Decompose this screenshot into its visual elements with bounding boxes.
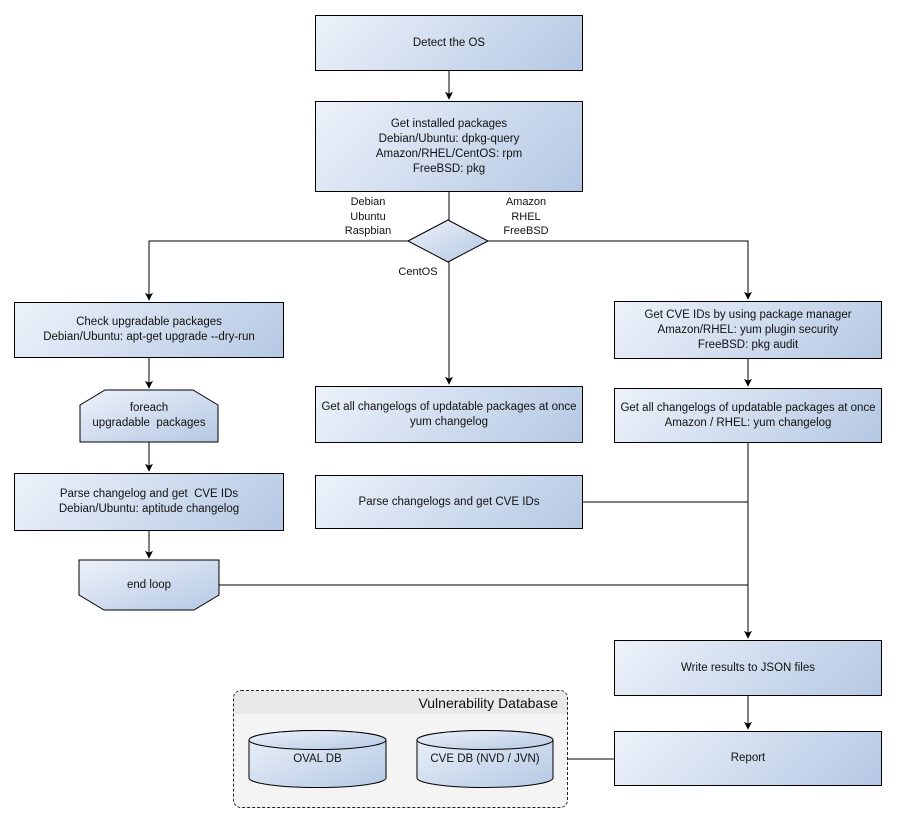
node-parse-changelogs-centos: Parse changelogs and get CVE IDs xyxy=(315,475,583,529)
branch-label-line: Debian xyxy=(350,196,386,208)
end-loop-shape xyxy=(78,559,220,611)
branch-label-line: FreeBSD xyxy=(503,225,549,237)
node-get-changelogs-amazon: Get all changelogs of updatable packages… xyxy=(614,388,882,443)
branch-label-debian: Debian Ubuntu Raspbian xyxy=(308,195,428,239)
oval-db-cylinder xyxy=(248,730,387,788)
node-label: FreeBSD: pkg xyxy=(412,162,486,175)
node-label: Debian/Ubuntu: dpkg-query xyxy=(378,132,520,145)
edge-decision-to-get-cve-ids xyxy=(488,240,752,300)
node-detect-os: Detect the OS xyxy=(315,15,583,71)
node-label: Parse changelog and get CVE IDs xyxy=(59,488,239,500)
node-get-changelogs-centos: Get all changelogs of updatable packages… xyxy=(315,386,583,443)
node-label: FreeBSD: pkg audit xyxy=(697,338,799,351)
node-label: Amazon/RHEL: yum plugin security xyxy=(657,323,839,336)
edge-decision-to-check-upgradable xyxy=(145,240,408,301)
branch-label-line: RHEL xyxy=(511,210,541,223)
branch-label-line: Raspbian xyxy=(344,225,392,237)
branch-label-line: Ubuntu xyxy=(350,210,386,223)
node-report: Report xyxy=(614,731,882,786)
node-label: Write results to JSON files xyxy=(681,661,815,674)
branch-label-amazon: Amazon RHEL FreeBSD xyxy=(466,195,586,239)
node-label: Parse changelogs and get CVE IDs xyxy=(358,495,540,508)
branch-label-centos: CentOS xyxy=(358,265,478,280)
node-label: Get CVE IDs by using package manager xyxy=(644,308,852,321)
node-label: Amazon / RHEL: yum changelog xyxy=(664,416,832,429)
node-get-installed-packages: Get installed packages Debian/Ubuntu: dp… xyxy=(315,101,583,192)
node-write-results-json: Write results to JSON files xyxy=(614,640,882,696)
node-label: Report xyxy=(730,752,766,764)
branch-label-line: CentOS xyxy=(398,266,438,278)
node-label: yum changelog xyxy=(410,415,488,428)
node-label: Debian/Ubuntu: aptitude changelog xyxy=(58,503,240,515)
node-parse-changelog-debian: Parse changelog and get CVE IDs Debian/U… xyxy=(14,473,284,531)
node-label: Get all changelogs of updatable packages… xyxy=(321,400,577,413)
vulnerability-database-title: Vulnerability Database xyxy=(418,694,558,711)
node-label: Get all changelogs of updatable packages… xyxy=(620,401,876,414)
cve-db-cylinder xyxy=(416,730,554,788)
connectors xyxy=(145,71,752,760)
node-label: Check upgradable packages xyxy=(76,316,222,328)
branch-label-line: Amazon xyxy=(505,196,547,208)
node-label: Get installed packages xyxy=(390,117,508,130)
foreach-shape xyxy=(79,389,219,443)
decision-diamond xyxy=(406,219,490,263)
vulnerability-database-header: Vulnerability Database xyxy=(234,691,567,714)
node-label: Debian/Ubuntu: apt-get upgrade --dry-run xyxy=(43,331,255,343)
node-label: Amazon/RHEL/CentOS: rpm xyxy=(375,147,523,160)
node-check-upgradable-packages: Check upgradable packages Debian/Ubuntu:… xyxy=(14,302,284,358)
node-label: Detect the OS xyxy=(412,36,486,49)
node-get-cve-ids-package-manager: Get CVE IDs by using package manager Ama… xyxy=(614,301,882,359)
